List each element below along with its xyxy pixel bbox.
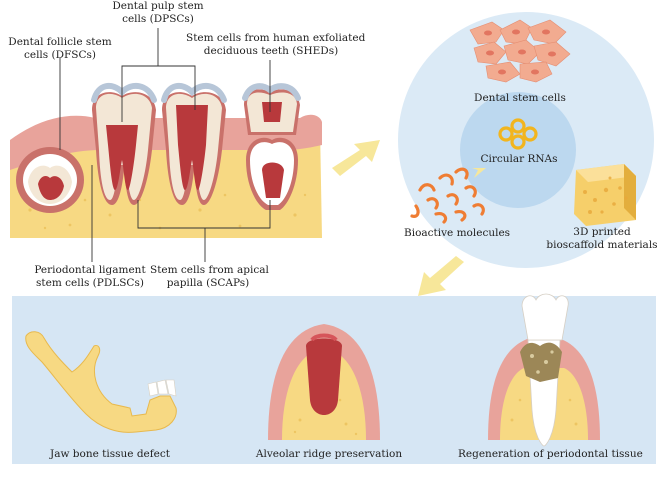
bioactive-molecules-label: Bioactive molecules [404,227,511,239]
scap-label: Stem cells from apical papilla (SCAPs) [150,264,269,290]
arrow-to-circle [332,140,380,176]
leader-lines [59,28,271,262]
circular-rnas-label: Circular RNAs [480,153,558,165]
alveolar-ridge-illustration [268,324,380,440]
teeth-cross-section [10,82,322,238]
jaw-defect-label: Jaw bone tissue defect [50,448,170,460]
cell-nuclei [484,29,556,75]
scap-label-line2: papilla (SCAPs) [166,277,250,289]
dpsc-label-line1: Dental pulp stem [112,0,204,12]
scap-label-line1: Stem cells from apical [150,264,269,276]
periodontal-regeneration-illustration [488,293,600,447]
dfsc-label-line1: Dental follicle stem [8,36,112,48]
pdlsc-label-line1: Periodontal ligament [34,264,146,276]
scaffold-label-line1: 3D printed [573,226,631,238]
scaffold-graft [520,342,562,382]
regenerated-tooth-crown [521,293,569,341]
dpsc-label: Dental pulp stem cells (DPSCs) [106,0,210,26]
circular-rna-icon [498,118,538,150]
pdlsc-label: Periodontal ligament stem cells (PDLSCs) [34,264,146,290]
arrow-to-applications [418,256,464,296]
inner-circle [460,92,576,208]
dpsc-label-line2: cells (DPSCs) [122,13,194,25]
alveolar-bone [10,128,322,238]
dfsc-label-line2: cells (DFSCs) [23,49,97,61]
dental-stem-cells-label: Dental stem cells [474,92,566,104]
follicle-pulp [38,176,64,200]
therapeutic-circle [398,12,654,268]
periodontal-regeneration-label: Regeneration of periodontal tissue [458,448,643,460]
scaffold-label-line2: bioscaffold materials [546,239,658,251]
jaw-bone-illustration [25,331,177,433]
pdlsc-label-line2: stem cells (PDLSCs) [36,277,144,289]
dfsc-label: Dental follicle stem cells (DFSCs) [8,36,112,62]
alveolar-ridge-label: Alveolar ridge preservation [255,448,403,460]
scaffold-label: 3D printed bioscaffold materials [546,226,658,252]
shed-label-line2: deciduous teeth (SHEDs) [203,45,339,57]
bioactive-molecules-icon [410,167,485,224]
shed-label-line1: Stem cells from human exfoliated [186,32,366,44]
rna-arrow [472,168,486,178]
shed-label: Stem cells from human exfoliated deciduo… [186,32,366,58]
scaffold-cube-icon [574,164,636,226]
